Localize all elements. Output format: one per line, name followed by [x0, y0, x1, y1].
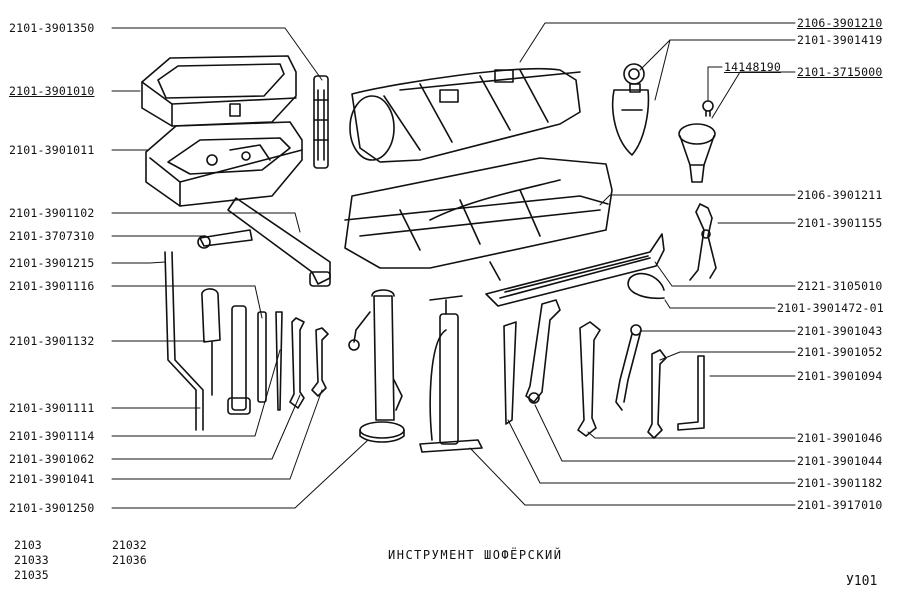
- label-2101-3901111: 2101-3901111: [9, 401, 95, 415]
- label-2101-3901350: 2101-3901350: [9, 21, 95, 35]
- label-2106-3901210: 2106-3901210: [797, 16, 883, 30]
- label-2101-3901094: 2101-3901094: [797, 369, 883, 383]
- glove-item: [313, 75, 329, 169]
- leader-lines: [111, 22, 796, 509]
- tyre-lever: [503, 321, 517, 425]
- label-2101-3901010: 2101-3901010: [9, 84, 95, 98]
- model-21036: 21036: [112, 553, 147, 567]
- open-end-wrench-2: [311, 327, 329, 397]
- label-2101-3901043: 2101-3901043: [797, 324, 883, 338]
- open-end-wrench-1: [289, 317, 305, 409]
- jack: [348, 289, 405, 443]
- crank-handle: [164, 251, 204, 431]
- hose: [627, 272, 665, 300]
- page-title: ИНСТРУМЕНТ ШОФЁРСКИЙ: [388, 548, 563, 562]
- label-2101-3707310: 2101-3707310: [9, 229, 95, 243]
- label-2101-3901046: 2101-3901046: [797, 431, 883, 445]
- label-2101-3901215: 2101-3901215: [9, 256, 95, 270]
- ring-spanner-1: [525, 299, 561, 404]
- spark-plug-key: [197, 229, 253, 249]
- label-2101-3917010: 2101-3917010: [797, 498, 883, 512]
- screwdriver: [201, 288, 221, 396]
- toolbox-base: [145, 121, 303, 207]
- inspection-lamp: [611, 63, 650, 156]
- label-2101-3901155: 2101-3901155: [797, 216, 883, 230]
- tyre-pump: [419, 295, 483, 453]
- label-2101-3901250: 2101-3901250: [9, 501, 95, 515]
- label-2101-3901114: 2101-3901114: [9, 429, 95, 443]
- label-2101-3901052: 2101-3901052: [797, 345, 883, 359]
- punch: [275, 311, 283, 411]
- label-14148190: 14148190: [724, 60, 781, 74]
- ring-spanner-2: [615, 324, 642, 411]
- label-2101-3901041: 2101-3901041: [9, 472, 95, 486]
- label-2101-3901182: 2101-3901182: [797, 476, 883, 490]
- toolbox-lid: [141, 55, 297, 127]
- box-spanner: [227, 305, 251, 415]
- label-2101-3901116: 2101-3901116: [9, 279, 95, 293]
- tommy-bar: [257, 311, 267, 403]
- model-21032: 21032: [112, 538, 147, 552]
- label-2101-3901102: 2101-3901102: [9, 206, 95, 220]
- model-2103: 2103: [14, 538, 42, 552]
- tool-bag: [349, 68, 581, 163]
- label-2101-3901011: 2101-3901011: [9, 143, 95, 157]
- label-2101-3901044: 2101-3901044: [797, 454, 883, 468]
- label-2121-3105010: 2121-3105010: [797, 279, 883, 293]
- pliers: [689, 203, 717, 281]
- ramp: [485, 233, 665, 307]
- open-tool-roll: [344, 157, 613, 281]
- label-2101-3901132: 2101-3901132: [9, 334, 95, 348]
- label-2101-3715000: 2101-3715000: [797, 65, 883, 79]
- bulb: [702, 100, 714, 117]
- label-2101-3901062: 2101-3901062: [9, 452, 95, 466]
- label-2101-3901419: 2101-3901419: [797, 33, 883, 47]
- label-2101-3901472-01: 2101-3901472-01: [777, 301, 884, 315]
- portable-lamp: [678, 123, 716, 183]
- model-21033: 21033: [14, 553, 49, 567]
- wheel-wrench: [227, 197, 331, 287]
- sheet-number: У101: [846, 574, 878, 589]
- open-end-wrench-4: [647, 349, 667, 439]
- model-21035: 21035: [14, 568, 49, 582]
- hex-key: [677, 355, 705, 431]
- open-end-wrench-3: [577, 321, 601, 437]
- label-2106-3901211: 2106-3901211: [797, 188, 883, 202]
